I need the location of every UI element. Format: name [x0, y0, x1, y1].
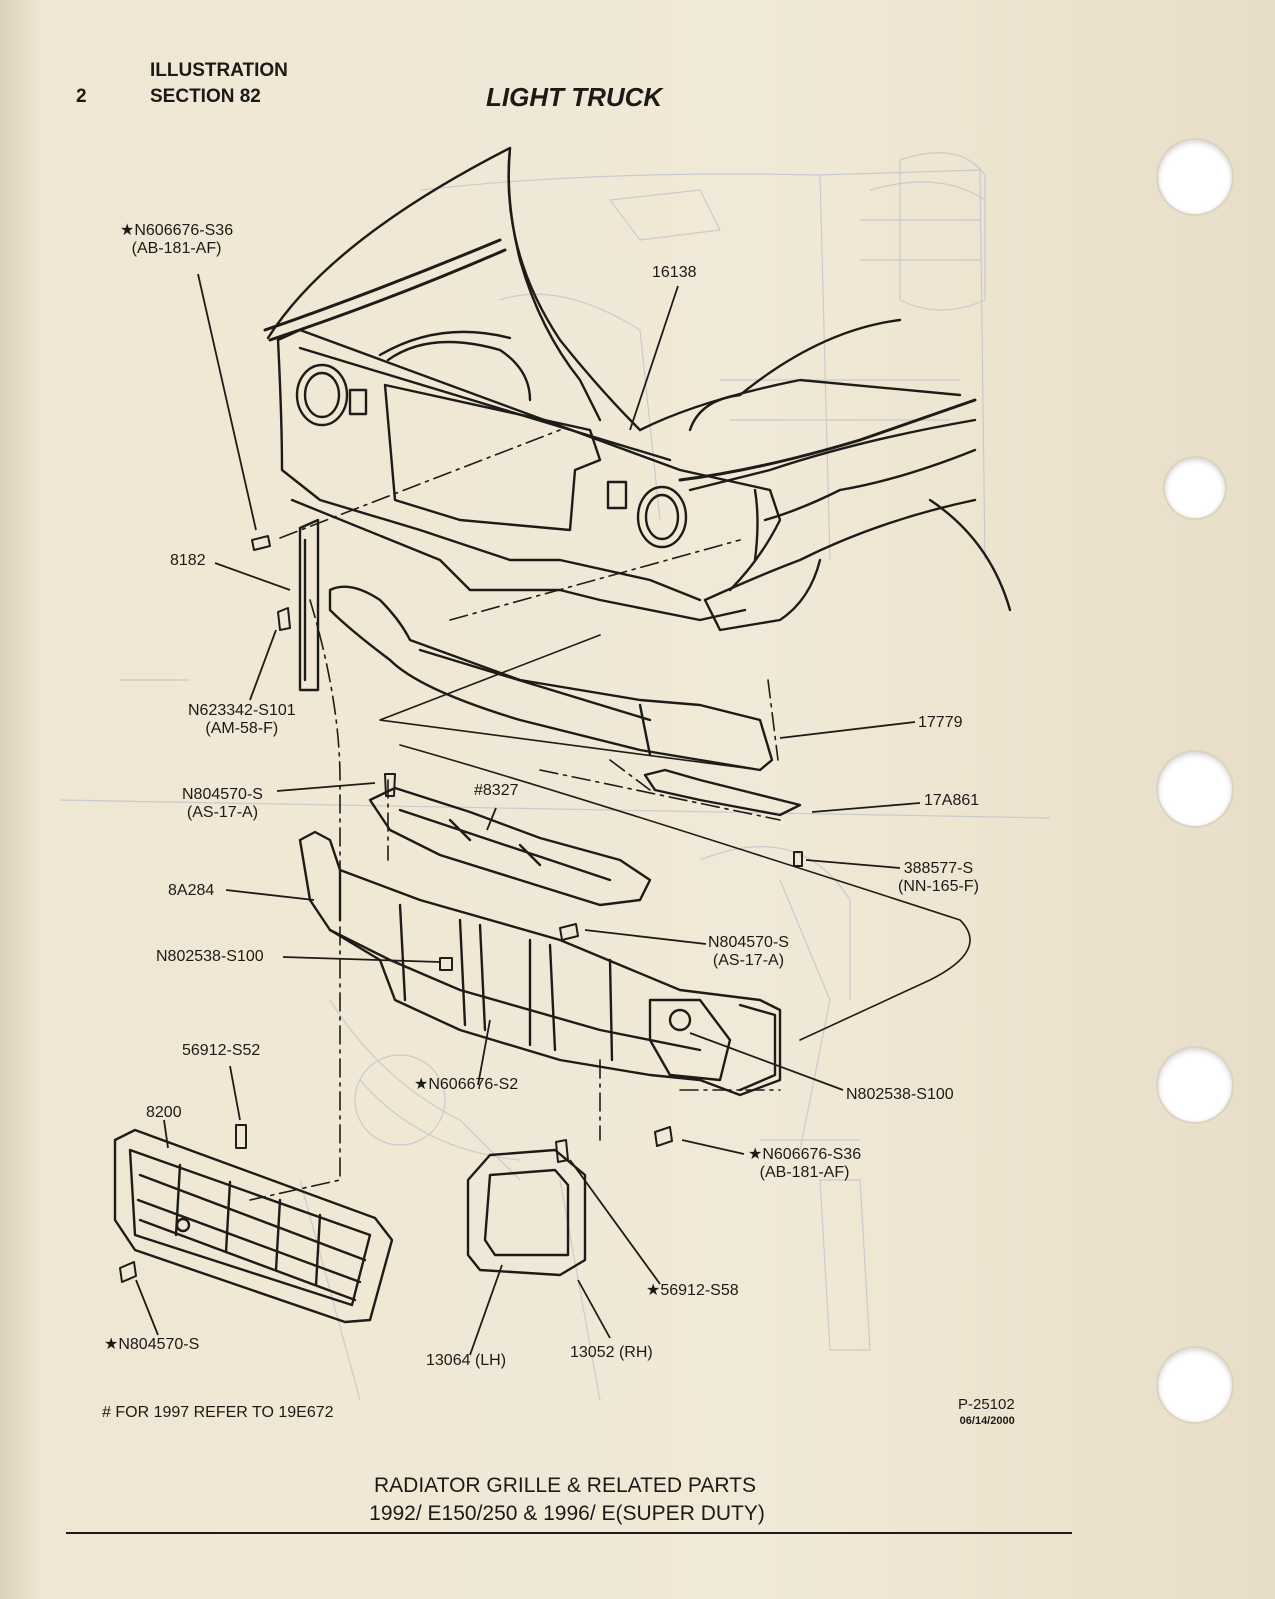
callout-n606676-s36-bottom: ★N606676-S36(AB-181-AF) — [748, 1146, 862, 1181]
callout-n606676-s36-top: ★N606676-S36(AB-181-AF) — [120, 222, 234, 257]
bleed-through-artwork — [59, 152, 1051, 1401]
callout-n802538-s100-right: N802538-S100 — [846, 1086, 954, 1103]
callout-n606676-s2: ★N606676-S2 — [414, 1076, 519, 1093]
callout-17779: 17779 — [918, 714, 963, 731]
callout-n804570-s-mid: N804570-S(AS-17-A) — [708, 934, 789, 969]
figure-number: P-25102 — [958, 1396, 1015, 1413]
callout-n623342-s101: N623342-S101(AM-58-F) — [188, 702, 296, 737]
binder-hole — [1158, 752, 1232, 826]
figure-date: 06/14/2000 — [959, 1415, 1015, 1427]
section-label: SECTION 82 — [150, 86, 261, 107]
callout-17a861: 17A861 — [924, 792, 980, 809]
callout-56912-s52: 56912-S52 — [182, 1042, 261, 1059]
figure-reference: P-25102 06/14/2000 — [958, 1396, 1015, 1430]
illustration-label: ILLUSTRATION — [150, 60, 288, 81]
callout-8182: 8182 — [170, 552, 206, 569]
callout-8a284: 8A284 — [168, 882, 215, 899]
callout-8327: #8327 — [474, 782, 519, 799]
leader-lines — [135, 273, 921, 1356]
callout-n804570-s-upper: N804570-S(AS-17-A) — [182, 786, 263, 821]
page-number: 2 — [76, 86, 87, 107]
binder-hole — [1158, 1048, 1232, 1122]
binder-hole — [1165, 458, 1225, 518]
page-title: LIGHT TRUCK — [486, 82, 663, 112]
footnote: # FOR 1997 REFER TO 19E672 — [102, 1404, 334, 1421]
callout-8200: 8200 — [146, 1104, 182, 1121]
binder-hole — [1158, 1348, 1232, 1422]
callout-56912-s58: ★56912-S58 — [646, 1282, 739, 1299]
fasteners — [119, 535, 803, 1283]
callout-n802538-s100-left: N802538-S100 — [156, 948, 264, 965]
callout-388577-s: 388577-S(NN-165-F) — [898, 860, 979, 895]
callout-16138: 16138 — [652, 264, 697, 281]
line-art — [113, 146, 1012, 1324]
caption-line-1: RADIATOR GRILLE & RELATED PARTS — [374, 1474, 756, 1497]
callout-13064-lh: 13064 (LH) — [426, 1352, 507, 1369]
binder-hole — [1158, 140, 1232, 214]
callout-13052-rh: 13052 (RH) — [570, 1344, 653, 1361]
callout-n804570-s-bottom: ★N804570-S — [104, 1336, 200, 1353]
caption-line-2: 1992/ E150/250 & 1996/ E(SUPER DUTY) — [369, 1502, 765, 1525]
bottom-rule — [66, 1532, 1072, 1534]
